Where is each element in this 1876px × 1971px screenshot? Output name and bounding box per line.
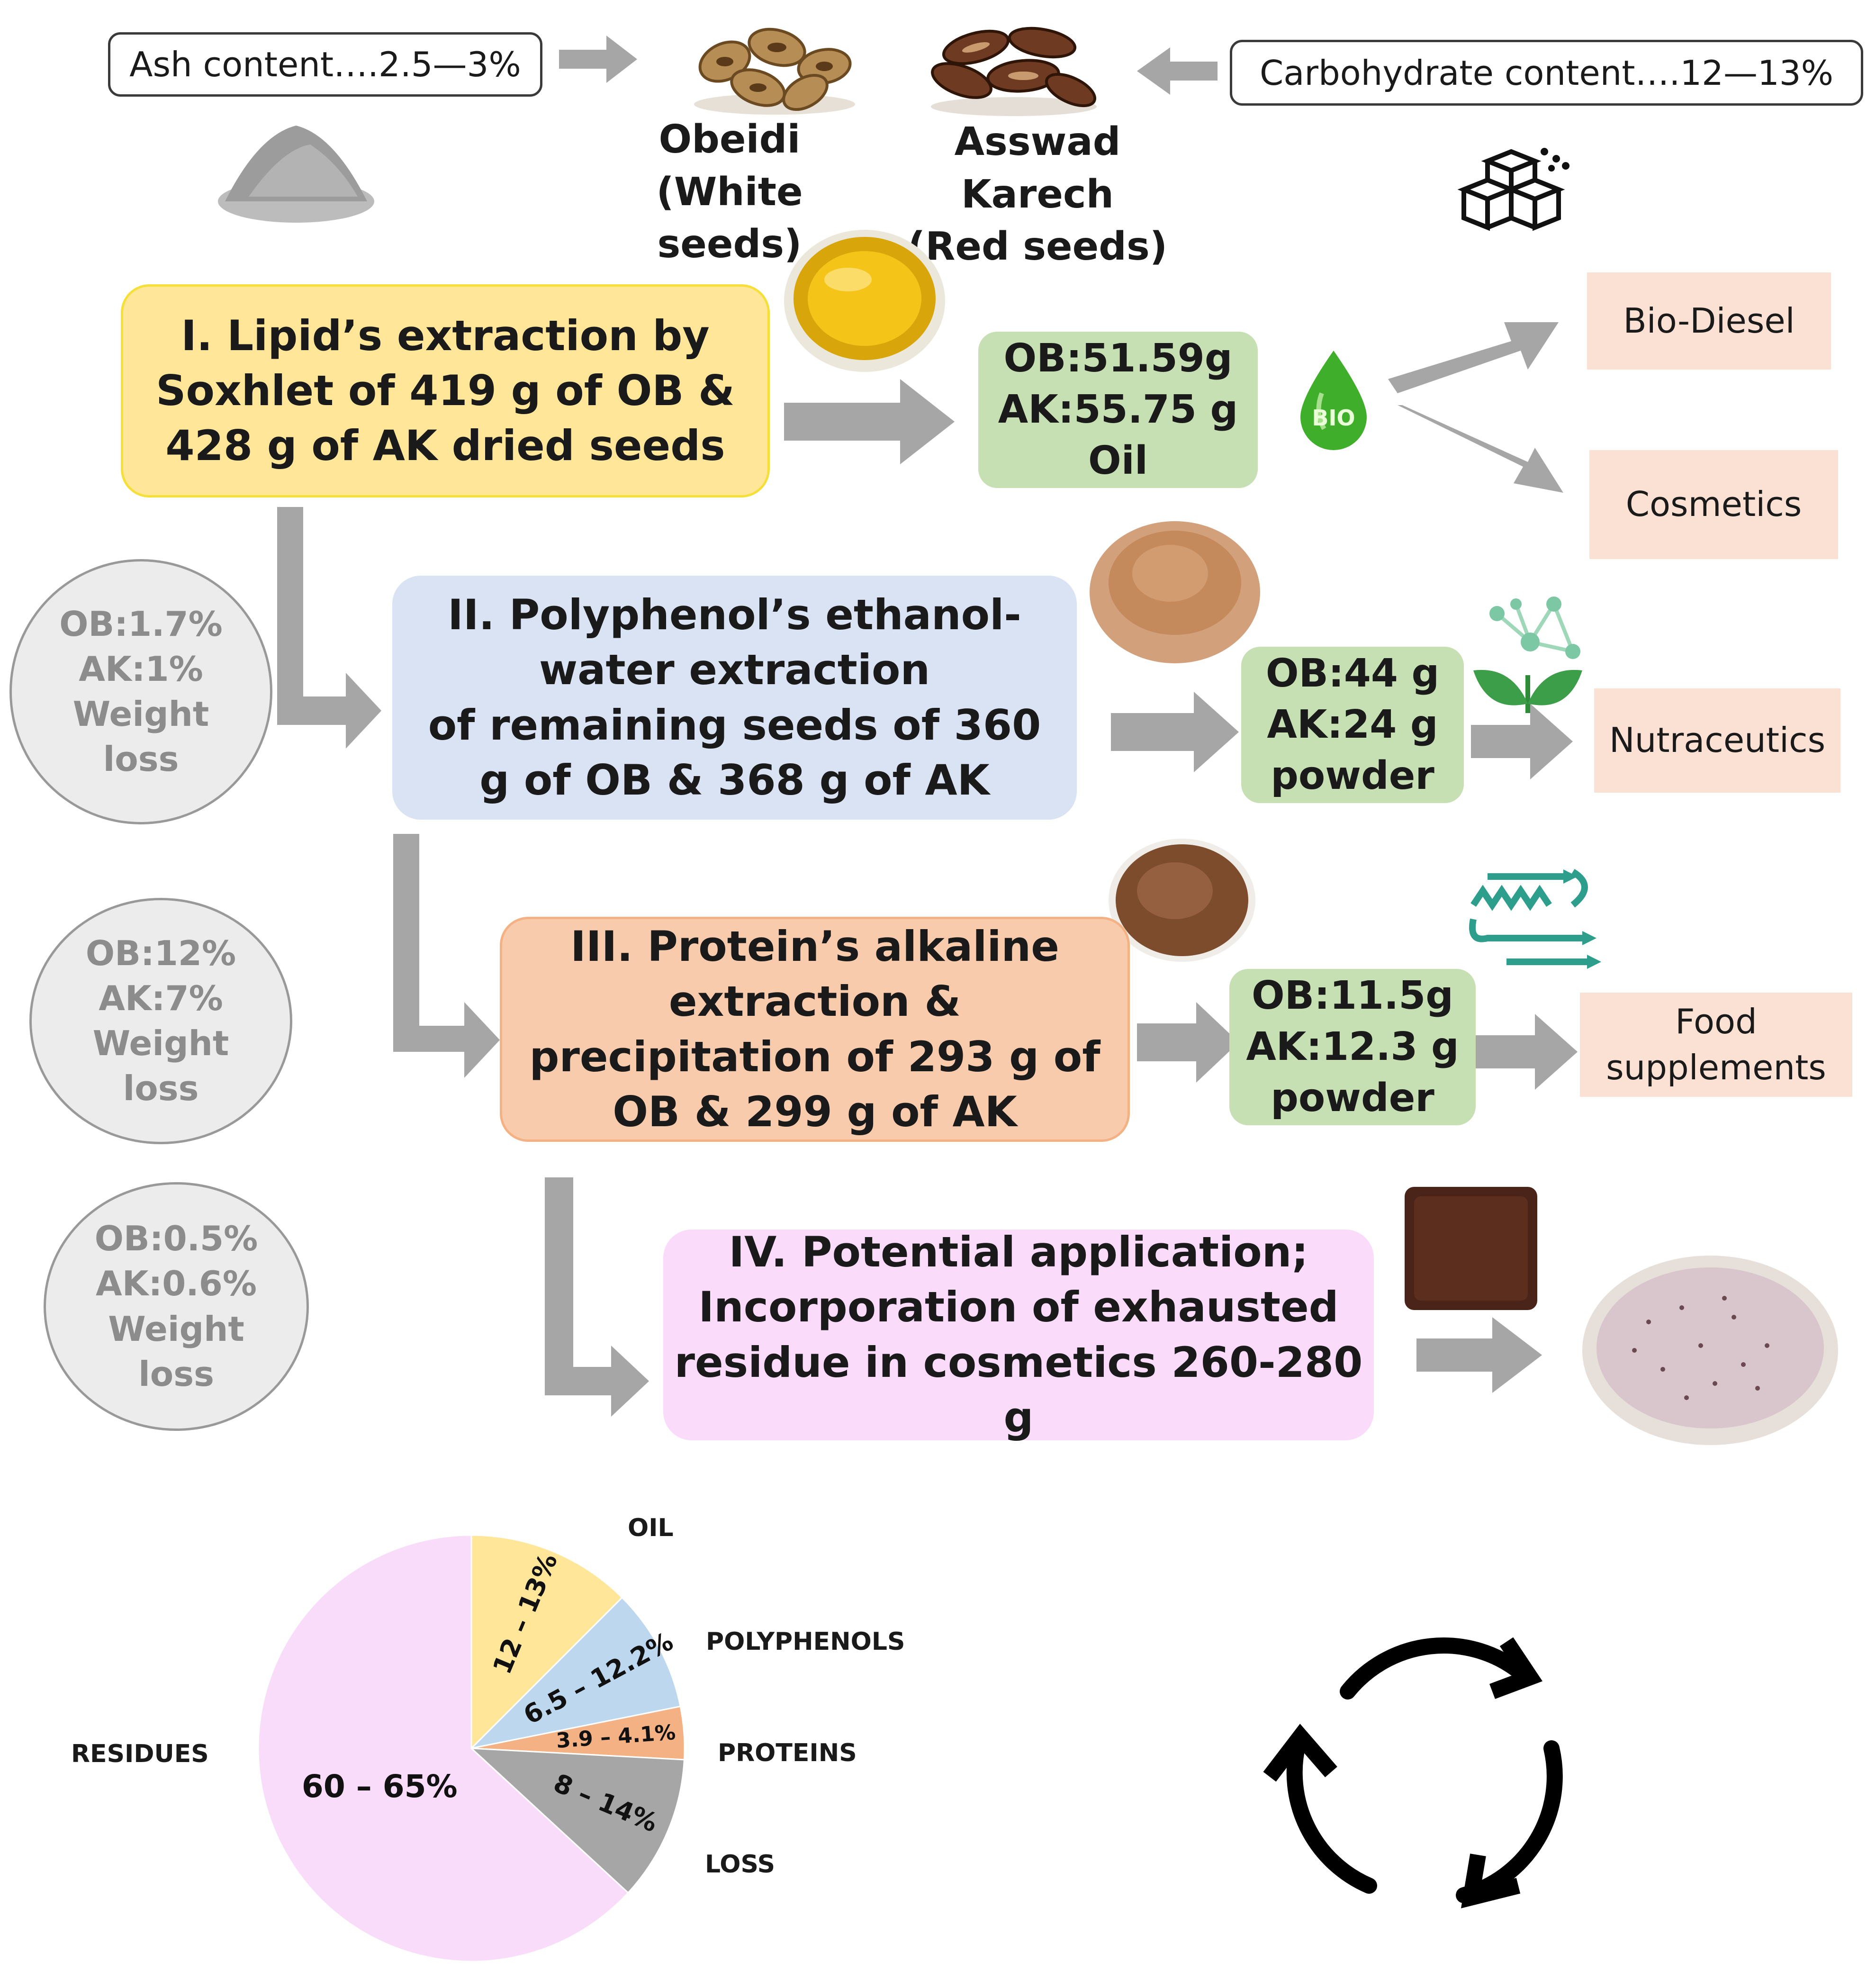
seed-pile-white-icon [694, 27, 855, 115]
oil-bowl-icon [784, 230, 945, 372]
sugar-cubes-icon [1457, 148, 1569, 231]
pie-legend-polyphenols: POLYPHENOLS [706, 1627, 905, 1656]
seed-label-white: Obeidi (White seeds) [656, 117, 803, 267]
carbohydrate-content-label: Carbohydrate content….12—13% [1230, 40, 1863, 106]
cream-bowl-icon [1582, 1256, 1838, 1445]
step-4-potential-application: IV. Potential application; Incorporation… [663, 1228, 1374, 1442]
application-food-supplements: Food supplements [1580, 993, 1852, 1097]
recycle-arrows-icon [1263, 1637, 1563, 1908]
step-1-lipid-extraction: I. Lipid’s extraction by Soxhlet of 419 … [121, 284, 770, 497]
weight-loss-step-3: OB:0.5% AK:0.6% Weight loss [44, 1182, 309, 1431]
bio-to-cosmetics-arrow [1398, 405, 1563, 493]
step1-to-step2-arrow [277, 507, 381, 749]
carb-to-seeds-arrow [1137, 47, 1218, 95]
ash-content-label: Ash content….2.5—3% [108, 32, 542, 97]
pie-legend-loss: LOSS [705, 1850, 776, 1879]
pie-slice-oil [470, 1534, 623, 1750]
pie-legend-proteins: PROTEINS [718, 1739, 857, 1767]
brown-powder-icon [1090, 521, 1260, 663]
step-3-protein-extraction: III. Protein’s alkaline extraction & pre… [500, 917, 1130, 1142]
step2-to-powder-arrow [1111, 692, 1239, 772]
bio-icon-text: BIO [1312, 405, 1355, 431]
pie-slice-loss [469, 1747, 685, 1894]
result-protein-powder: OB:11.5g AK:12.3 g powder [1229, 969, 1476, 1125]
result-oil: OB:51.59g AK:55.75 g Oil [978, 332, 1258, 488]
weight-loss-step-2: OB:12% AK:7% Weight loss [29, 898, 292, 1144]
result-polyphenol-powder: OB:44 g AK:24 g powder [1241, 647, 1464, 803]
dark-powder-icon [1109, 839, 1255, 962]
step4-to-cream-arrow [1416, 1317, 1542, 1393]
flow-arrows [277, 322, 1578, 1417]
protein-structure-icon [1469, 868, 1601, 969]
step2-to-step3-arrow [393, 834, 500, 1078]
application-biodiesel: Bio-Diesel [1587, 272, 1831, 370]
ash-powder-icon [218, 126, 374, 223]
pie-slice-polyphenols [469, 1596, 681, 1750]
step3-to-step4-arrow [545, 1177, 649, 1417]
ash-to-seeds-arrow [559, 36, 637, 83]
header-arrows [559, 36, 1218, 95]
seed-pile-red-icon [931, 27, 1097, 116]
bio-to-biodiesel-arrow [1388, 322, 1559, 393]
pie-legend-oil: OIL [628, 1514, 674, 1542]
step1-to-oil-arrow [784, 379, 955, 464]
weight-loss-step-1: OB:1.7% AK:1% Weight loss [9, 559, 272, 824]
pie-legend-residues: RESIDUES [71, 1740, 209, 1768]
step3-to-powder-arrow [1137, 1002, 1239, 1083]
powder-to-nutraceutics-arrow [1471, 704, 1573, 779]
bio-drop-icon: BIO [1300, 351, 1367, 450]
pie-label-residues: 60 – 65% [302, 1768, 458, 1805]
application-nutraceutics: Nutraceutics [1594, 688, 1840, 793]
application-cosmetics: Cosmetics [1589, 450, 1838, 559]
residue-square-icon [1405, 1187, 1537, 1310]
powder-to-food-arrow [1476, 1014, 1578, 1090]
molecule-plant-icon [1473, 597, 1582, 713]
pie-slices [257, 1534, 685, 1962]
step-2-polyphenol-extraction: II. Polyphenol’s ethanol- water extracti… [392, 576, 1077, 820]
pie-slice-residues [257, 1534, 630, 1962]
composition-pie-chart: 12 – 13%6.5 – 12.2%3.9 – 4.1%8 – 14%60 –… [257, 1534, 685, 1962]
